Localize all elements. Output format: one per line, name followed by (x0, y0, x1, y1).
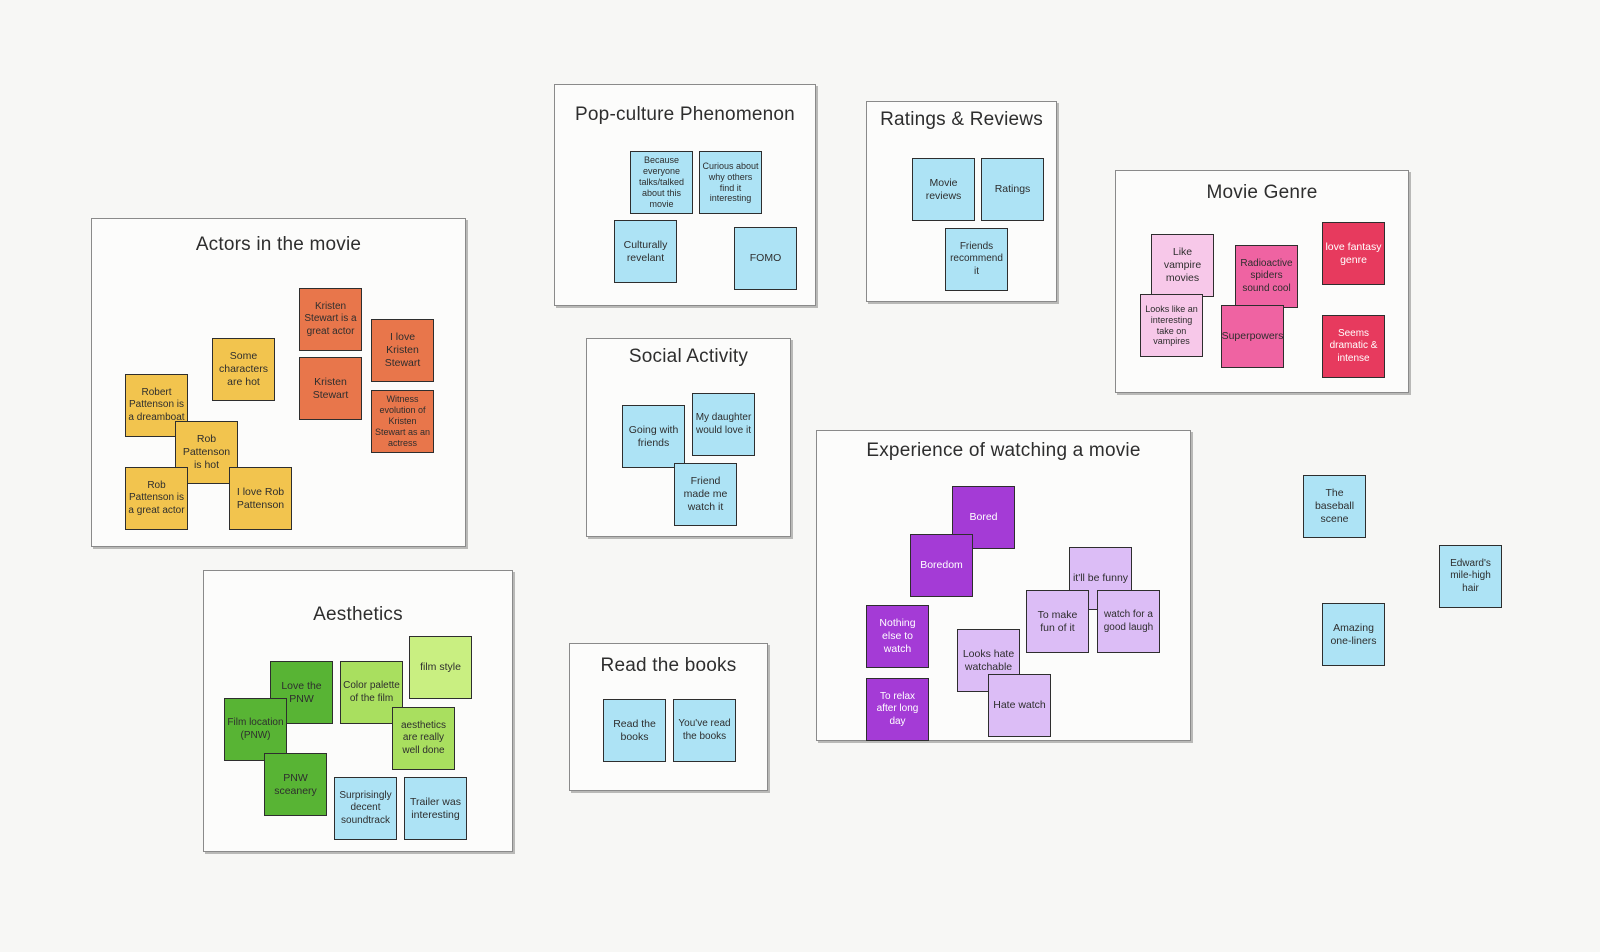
sticky-note[interactable]: Rob Pattenson is a great actor (125, 467, 188, 530)
sticky-note[interactable]: Seems dramatic & intense (1322, 315, 1385, 378)
sticky-note[interactable]: Nothing else to watch (866, 605, 929, 668)
sticky-note[interactable]: film style (409, 636, 472, 699)
frame-title[interactable]: Movie Genre (1206, 182, 1318, 203)
sticky-note[interactable]: You've read the books (673, 699, 736, 762)
frame-title[interactable]: Experience of watching a movie (866, 440, 1141, 461)
frame-social-activity[interactable]: Social Activity My daughter would love it… (586, 338, 791, 537)
frame-title[interactable]: Pop-culture Phenomenon (575, 104, 795, 125)
sticky-note[interactable]: Some characters are hot (212, 338, 275, 401)
frame-title[interactable]: Social Activity (628, 346, 749, 367)
sticky-note[interactable]: aesthetics are really well done (392, 707, 455, 770)
sticky-note[interactable]: Ratings (981, 158, 1044, 221)
sticky-note[interactable]: Boredom (910, 534, 973, 597)
sticky-note[interactable]: Superpowers (1221, 305, 1284, 368)
sticky-note[interactable]: watch for a good laugh (1097, 590, 1160, 653)
sticky-note[interactable]: FOMO (734, 227, 797, 290)
sticky-note[interactable]: Read the books (603, 699, 666, 762)
sticky-note[interactable]: Because everyone talks/talked about this… (630, 151, 693, 214)
sticky-note[interactable]: Kristen Stewart (299, 357, 362, 420)
sticky-note[interactable]: Film location (PNW) (224, 698, 287, 761)
sticky-note[interactable]: love fantasy genre (1322, 222, 1385, 285)
sticky-note[interactable]: Radioactive spiders sound cool (1235, 245, 1298, 308)
frame-title[interactable]: Ratings & Reviews (880, 109, 1043, 130)
sticky-note[interactable]: The baseball scene (1303, 475, 1366, 538)
sticky-note[interactable]: Friends recommend it (945, 228, 1008, 291)
frame-title[interactable]: Read the books (600, 655, 737, 676)
sticky-note[interactable]: I love Kristen Stewart (371, 319, 434, 382)
sticky-note[interactable]: Amazing one-liners (1322, 603, 1385, 666)
sticky-note[interactable]: Witness evolution of Kristen Stewart as … (371, 390, 434, 453)
sticky-note[interactable]: PNW sceanery (264, 753, 327, 816)
sticky-note[interactable]: Kristen Stewart is a great actor (299, 288, 362, 351)
sticky-note[interactable]: Culturally revelant (614, 220, 677, 283)
sticky-note[interactable]: Love the PNW (270, 661, 333, 724)
sticky-note[interactable]: Surprisingly decent soundtrack (334, 777, 397, 840)
sticky-note[interactable]: Looks like an interesting take on vampir… (1140, 294, 1203, 357)
sticky-note[interactable]: Trailer was interesting (404, 777, 467, 840)
sticky-note[interactable]: Edward's mile-high hair (1439, 545, 1502, 608)
sticky-note[interactable]: My daughter would love it (692, 393, 755, 456)
sticky-note[interactable]: To relax after long day (866, 678, 929, 741)
frame-title[interactable]: Aesthetics (313, 604, 403, 625)
sticky-note[interactable]: Movie reviews (912, 158, 975, 221)
sticky-note[interactable]: Robert Pattenson is a dreamboat (125, 374, 188, 437)
sticky-note[interactable]: Like vampire movies (1151, 234, 1214, 297)
sticky-note[interactable]: Hate watch (988, 674, 1051, 737)
sticky-note[interactable]: I love Rob Pattenson (229, 467, 292, 530)
sticky-note[interactable]: Going with friends (622, 405, 685, 468)
sticky-note[interactable]: Friend made me watch it (674, 463, 737, 526)
frame-title[interactable]: Actors in the movie (195, 234, 362, 255)
sticky-note[interactable]: To make fun of it (1026, 590, 1089, 653)
sticky-note[interactable]: Curious about why others find it interes… (699, 151, 762, 214)
